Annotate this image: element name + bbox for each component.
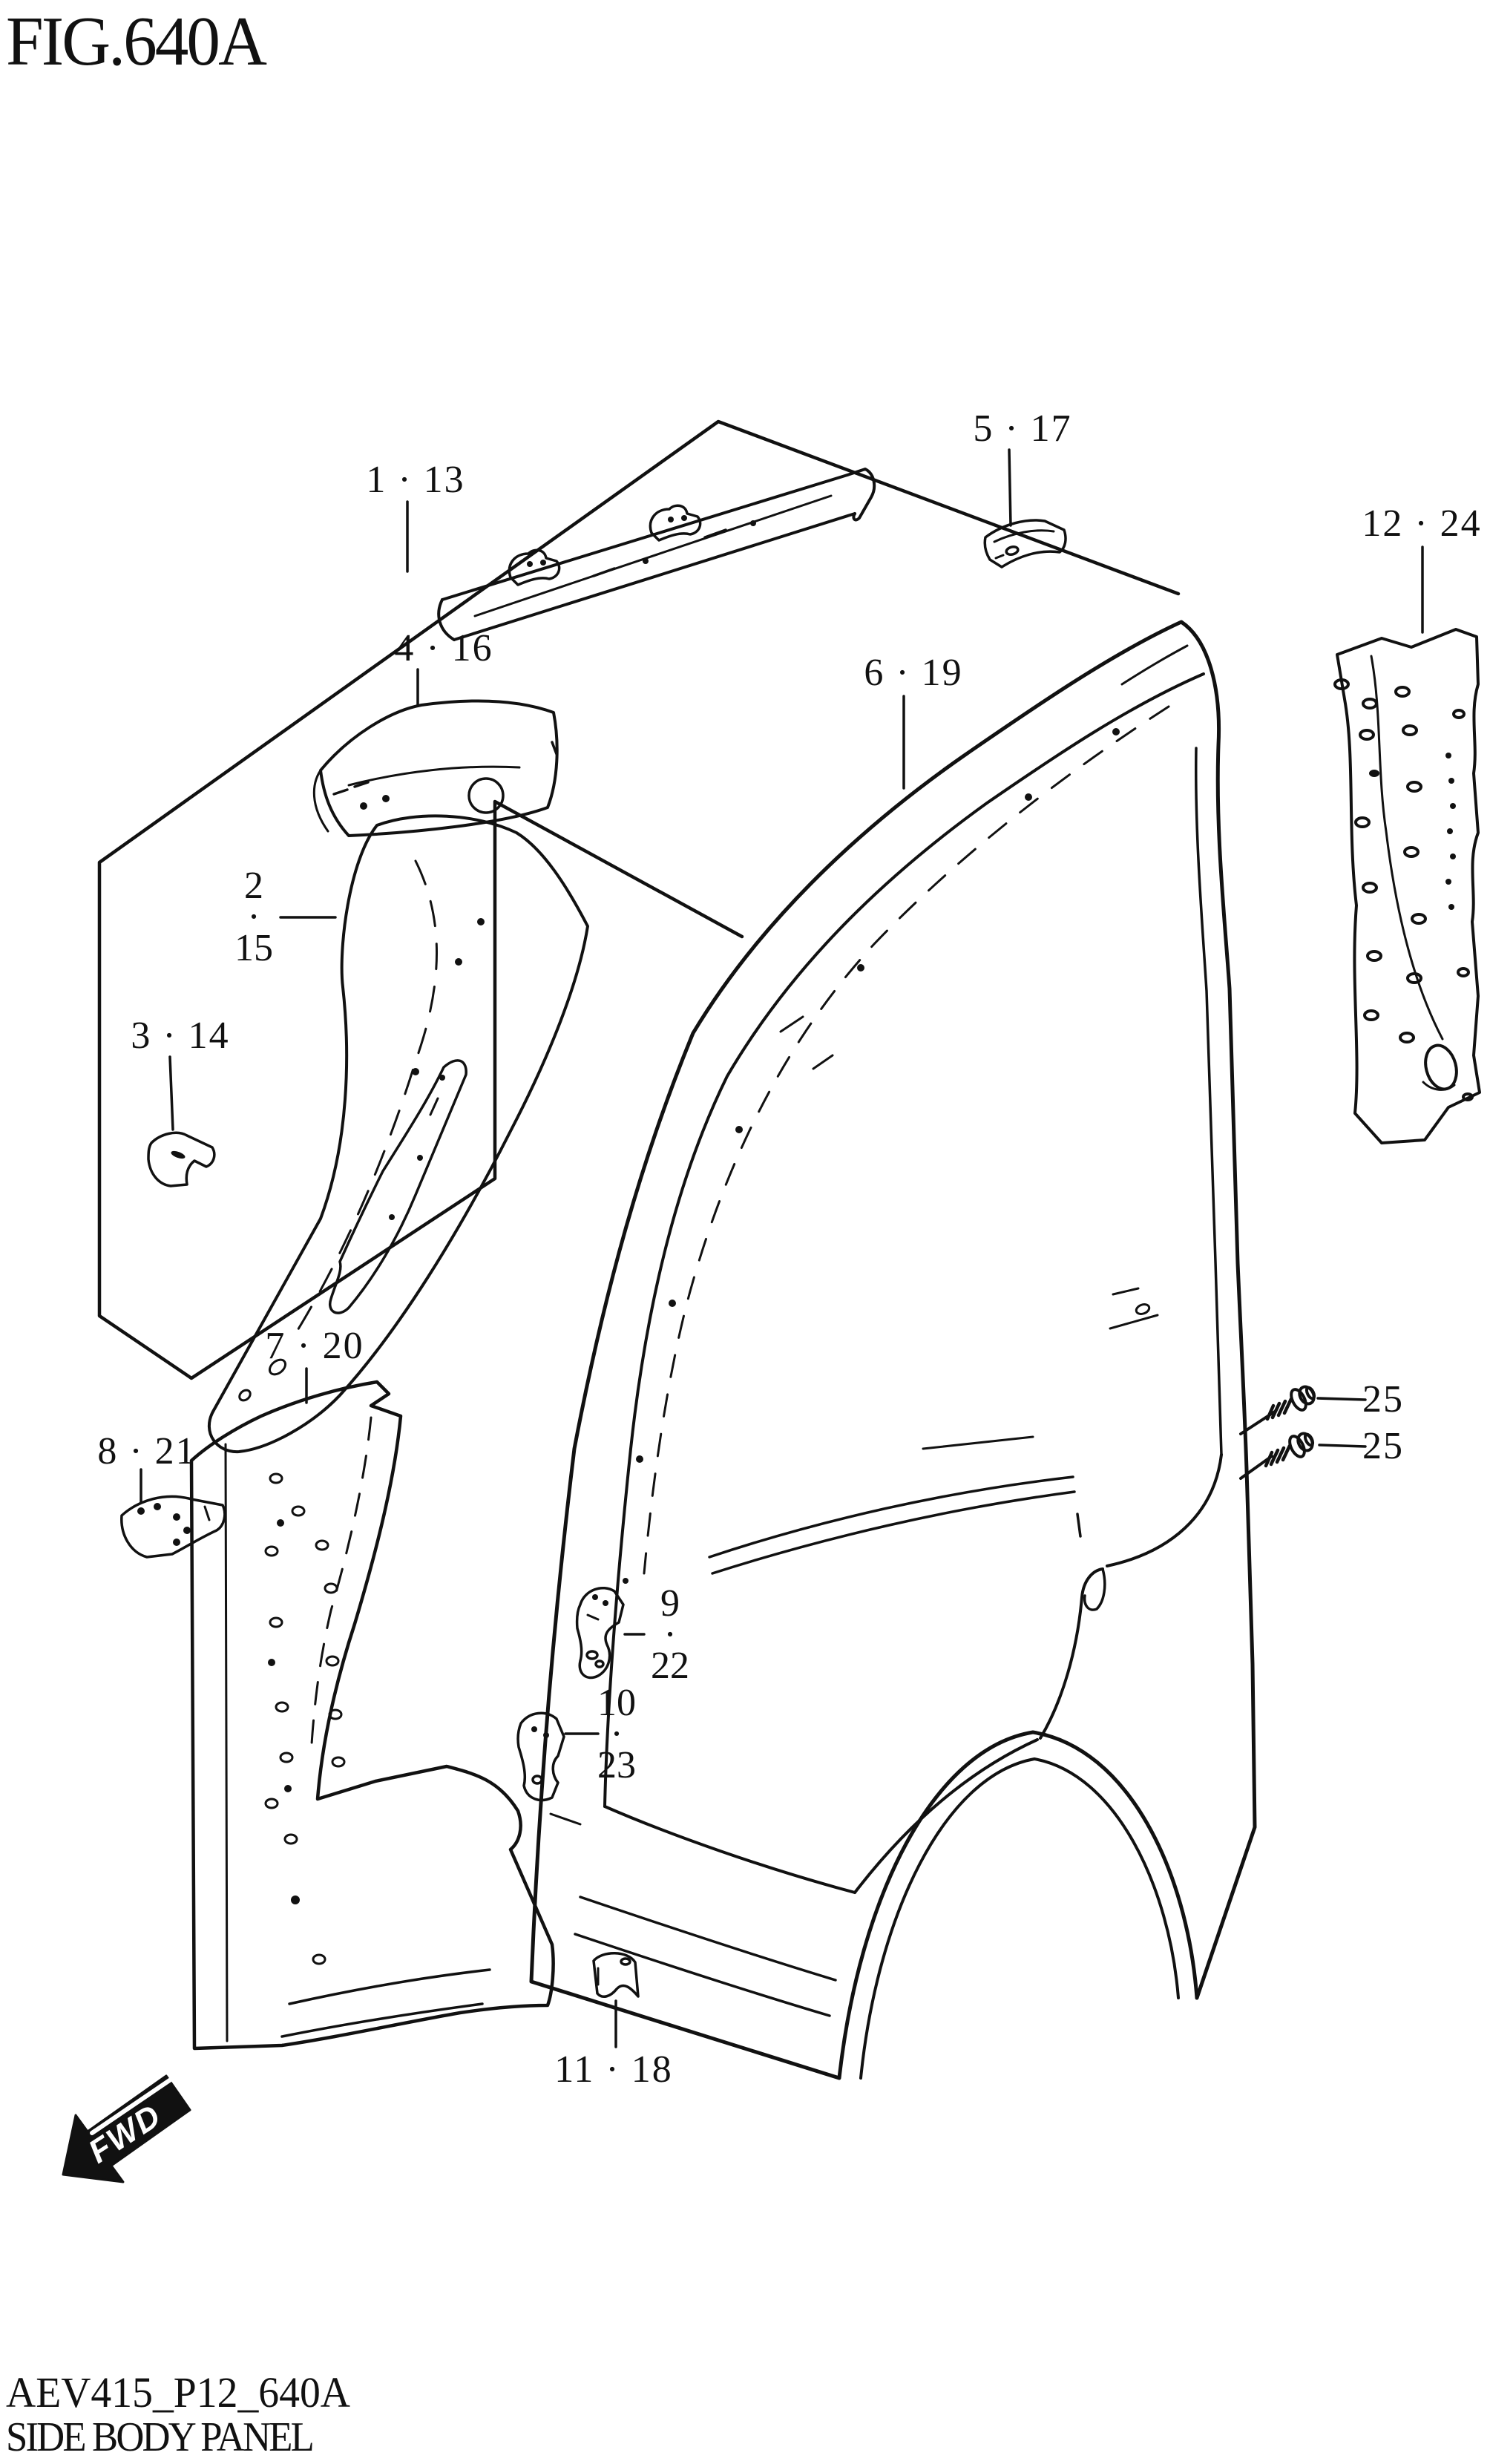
part-3-bracket (147, 1131, 216, 1187)
part-label-1-13: 1 · 13 (366, 459, 465, 501)
part-7-pillar-lower-inner (189, 1380, 555, 2051)
footer: AEV415_P12_640A SIDE BODY PANEL (6, 2370, 364, 2460)
part-label-3-14: 3 · 14 (131, 1015, 230, 1057)
part-label-4-16: 4 · 16 (394, 627, 493, 669)
part-label-9-22: 9 · 22 (651, 1582, 689, 1687)
part-label-25-top: 25 (1362, 1378, 1404, 1421)
part-8-gusset (120, 1495, 226, 1559)
part-label-8-21: 8 · 21 (97, 1430, 197, 1472)
part-label-10-23-dot: · (610, 1713, 623, 1755)
part-label-2-15-line1: 2 (244, 865, 263, 907)
part-1-roof-rail (437, 468, 876, 641)
part-6-side-body-panel (529, 620, 1257, 2080)
part-label-12-24: 12 · 24 (1362, 502, 1482, 545)
part-label-10-23-line2: 23 (597, 1744, 636, 1786)
part-label-9-22-line2: 22 (651, 1645, 689, 1687)
part-10-bracket (516, 1711, 565, 1802)
part-label-11-18: 11 · 18 (554, 2048, 673, 2091)
part-label-6-19: 6 · 19 (864, 652, 963, 694)
part-9-bracket (575, 1587, 625, 1680)
figure-title: FIG.640A (6, 3, 267, 80)
part-label-10-23: 10 · 23 (597, 1682, 636, 1786)
leader-5-17 (1008, 448, 1012, 527)
part-label-2-15-dot: · (247, 896, 260, 938)
bolt-25-top (1239, 1385, 1316, 1435)
drawing-code: AEV415_P12_640A (6, 2368, 351, 2417)
part-2-pillar-inner (208, 814, 589, 1454)
enclosure-box (97, 419, 1181, 1380)
leader-lines (140, 448, 1424, 2048)
bolt-25-bottom (1239, 1432, 1315, 1480)
part-label-10-23-line1: 10 (597, 1682, 636, 1724)
part-12-back-pillar-panel (1333, 628, 1481, 1144)
leader-3-14 (168, 1055, 174, 1131)
part-label-5-17: 5 · 17 (973, 407, 1072, 450)
part-label-7-20: 7 · 20 (265, 1325, 364, 1367)
part-11-clip (592, 1952, 640, 1998)
part-4-cowl-panel (312, 699, 559, 837)
fwd-arrow: FWD (62, 2074, 191, 2183)
part-label-2-15-line2: 15 (234, 927, 273, 969)
leader-25b (1318, 1444, 1367, 1448)
part-label-9-22-line1: 9 (660, 1582, 680, 1625)
part-5-bracket (983, 519, 1067, 569)
leader-25a (1316, 1397, 1367, 1401)
drawing-caption: SIDE BODY PANEL (6, 2414, 315, 2461)
part-label-9-22-dot: · (663, 1613, 677, 1656)
part-label-25-bottom: 25 (1362, 1425, 1404, 1467)
part-label-2-15: 2 · 15 (234, 865, 273, 969)
